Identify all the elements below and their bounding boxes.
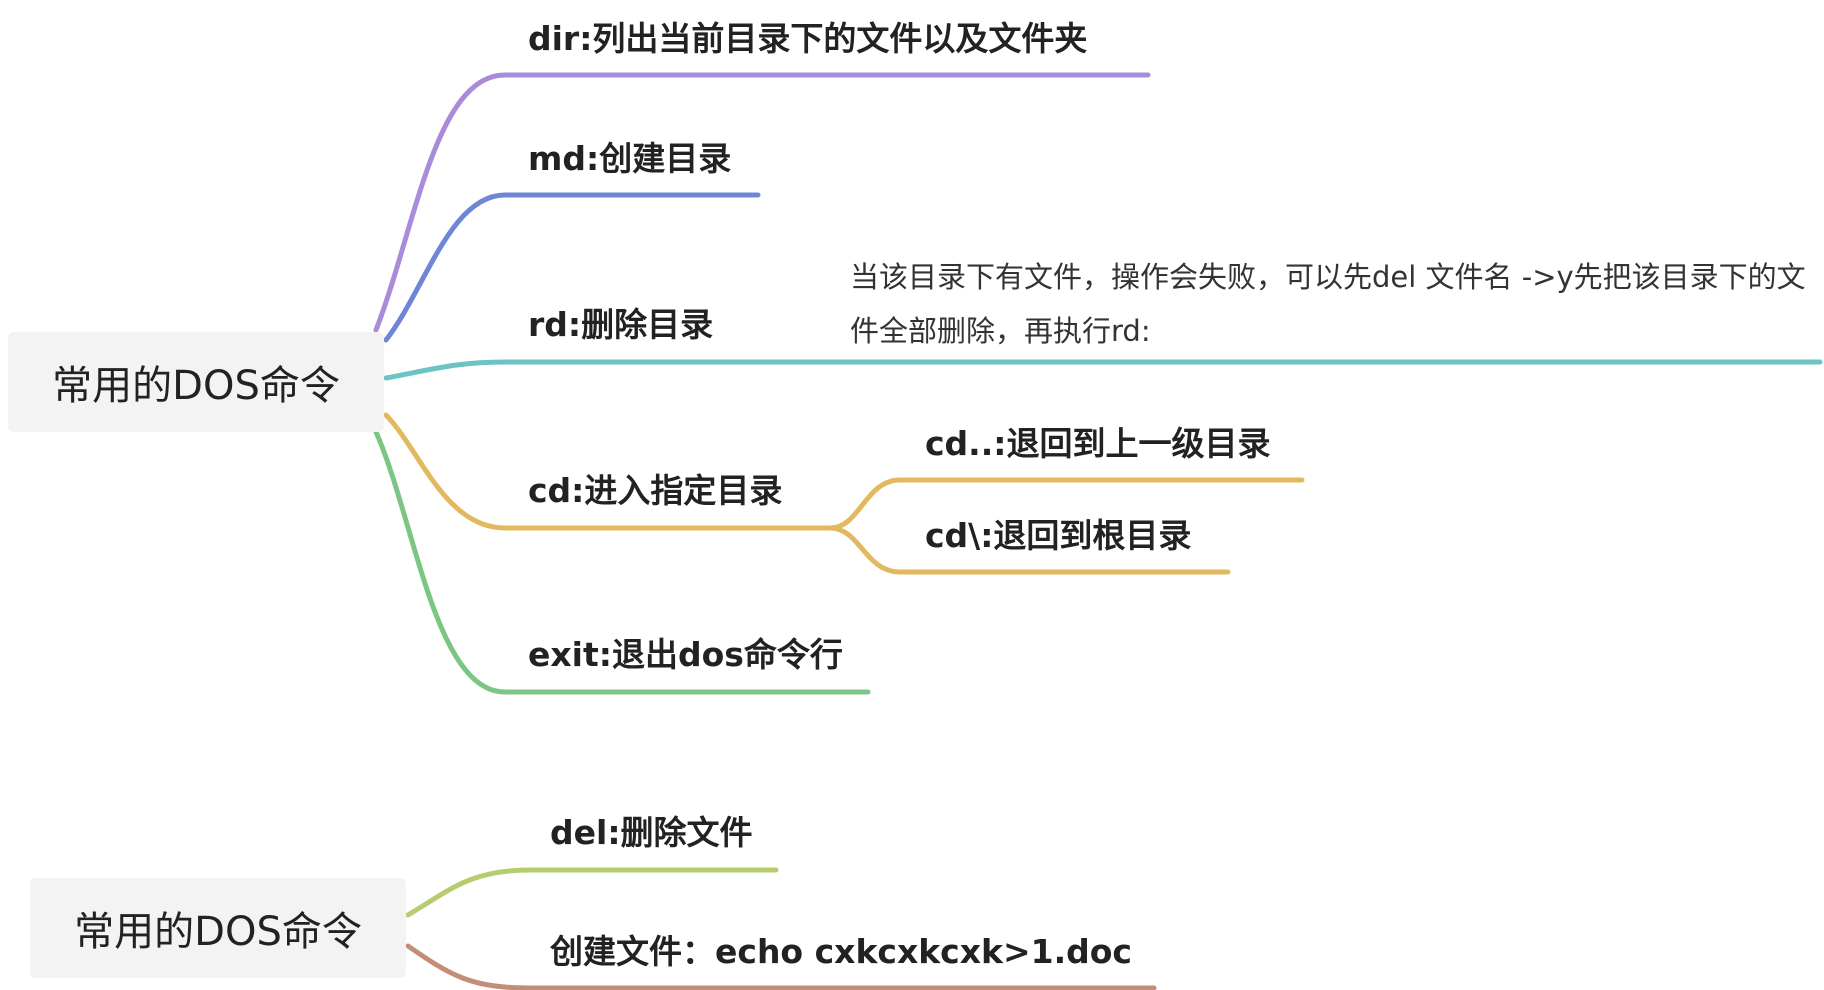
connector-md — [383, 192, 761, 343]
connector-del — [405, 867, 779, 918]
root-topic-2[interactable]: 常用的DOS命令 — [30, 878, 406, 978]
branch-del[interactable]: del:删除文件 — [550, 813, 753, 852]
connector-echo — [405, 943, 1157, 990]
branch-create-file[interactable]: 创建文件：echo cxkcxkcxk>1.doc — [550, 932, 1132, 971]
connector-cd — [383, 412, 833, 531]
connector-cd-root — [827, 525, 1231, 575]
connector-rd — [383, 359, 1823, 381]
root-topic[interactable]: 常用的DOS命令 — [8, 332, 384, 432]
connector-cd-up — [827, 477, 1305, 531]
connector-dir — [373, 72, 1151, 333]
branch-cd[interactable]: cd:进入指定目录 — [528, 471, 783, 510]
branch-rd[interactable]: rd:删除目录 — [528, 305, 714, 344]
rd-note: 当该目录下有文件，操作会失败，可以先del 文件名 ->y先把该目录下的文件全部… — [850, 260, 1806, 348]
connector-exit — [373, 429, 871, 695]
branch-dir[interactable]: dir:列出当前目录下的文件以及文件夹 — [528, 19, 1088, 58]
subtopic-cd-root[interactable]: cd\:退回到根目录 — [925, 516, 1192, 555]
branch-md[interactable]: md:创建目录 — [528, 139, 732, 178]
subtopic-cd-up[interactable]: cd..:退回到上一级目录 — [925, 424, 1271, 463]
branch-exit[interactable]: exit:退出dos命令行 — [528, 635, 843, 674]
